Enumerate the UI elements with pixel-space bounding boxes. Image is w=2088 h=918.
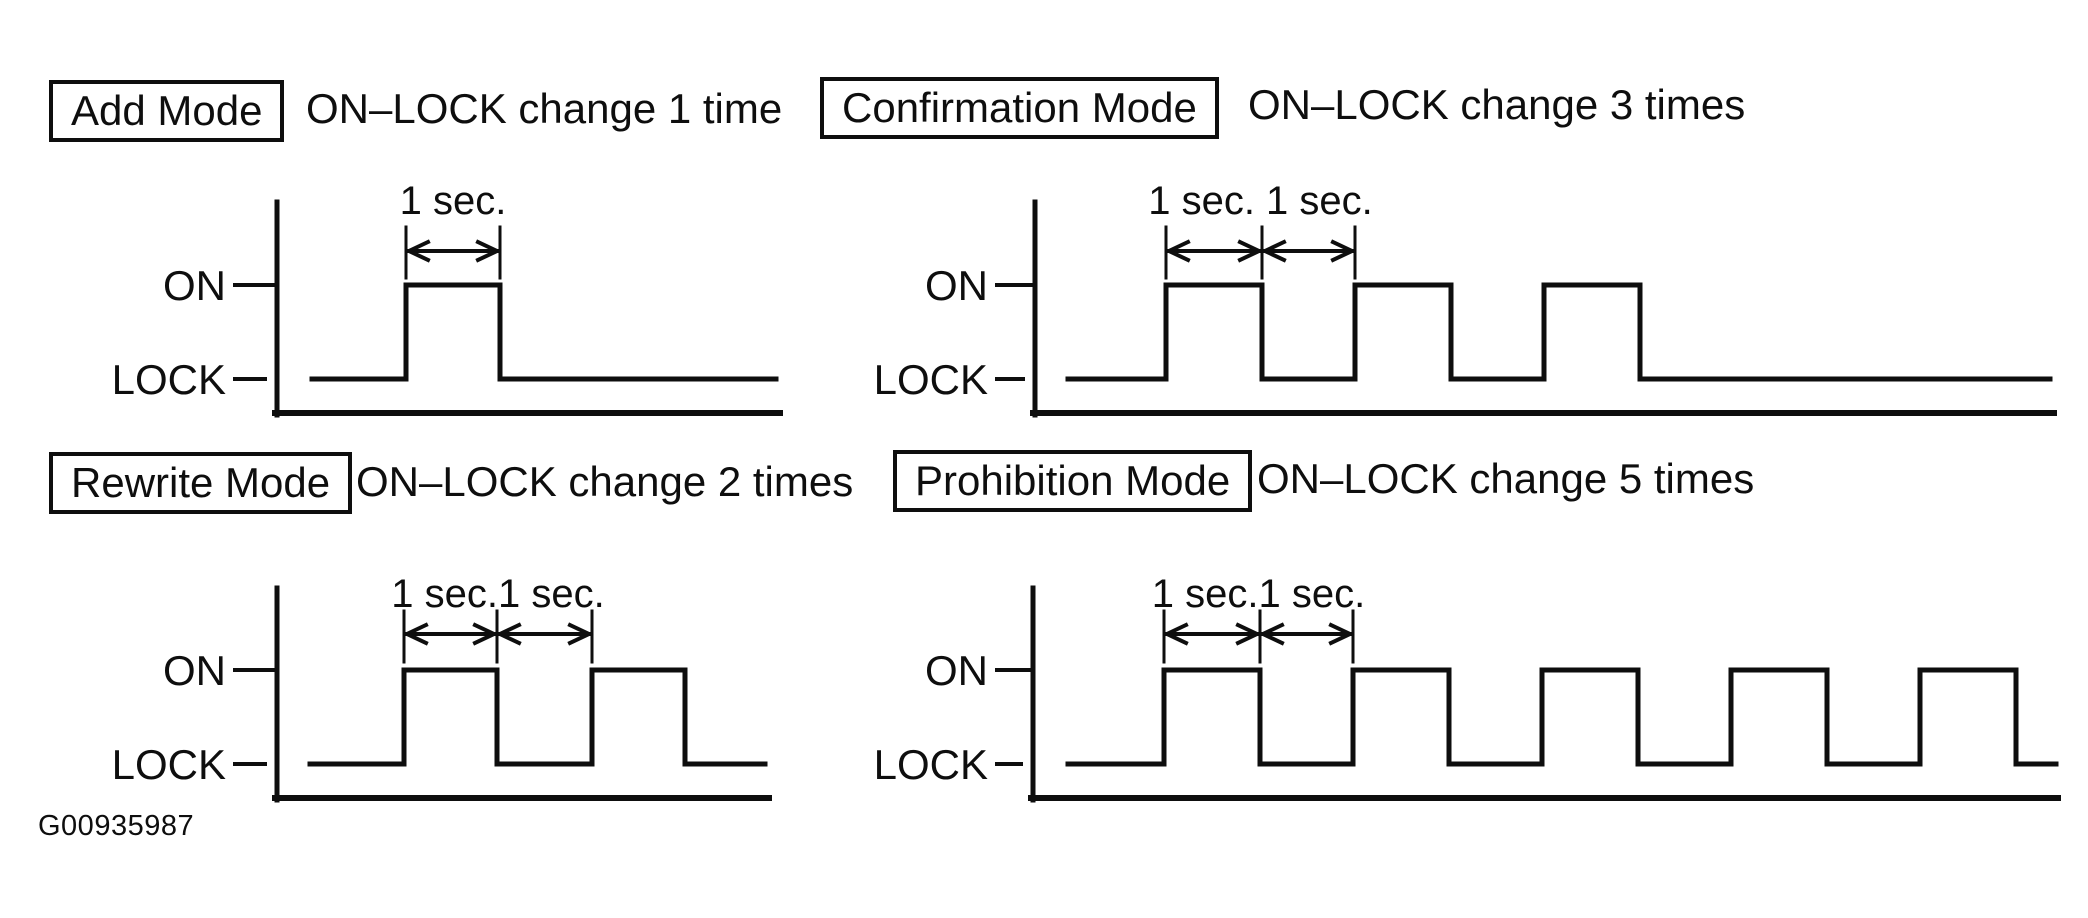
mode-label-box-rewrite: Rewrite Mode: [49, 452, 353, 515]
mode-label-box-add: Add Mode: [49, 80, 285, 143]
arrowhead-right-icon: [475, 239, 502, 263]
signal-trace: [309, 282, 779, 382]
figure-id-caption: G00935987: [38, 810, 195, 842]
waveform-confirmation: ON LOCK 1 sec. 1 sec.: [874, 179, 2057, 418]
mode-description-rewrite: ON–LOCK change 2 times: [356, 458, 854, 505]
waveform-rewrite: ON LOCK 1 sec.1 sec.: [112, 572, 772, 803]
signal-trace: [1065, 667, 2059, 767]
waveform-add: ON LOCK 1 sec.: [112, 179, 783, 418]
arrowhead-right-icon: [567, 622, 594, 646]
on-level-label: ON: [163, 262, 226, 309]
lock-level-label: LOCK: [874, 356, 988, 403]
arrowhead-left-icon: [1258, 622, 1285, 646]
arrowhead-right-icon: [1235, 622, 1262, 646]
arrowhead-left-icon: [1164, 239, 1191, 263]
arrowhead-left-icon: [495, 622, 522, 646]
arrowhead-right-icon: [1330, 239, 1357, 263]
signal-trace: [307, 667, 768, 767]
mode-label-box-confirmation: Confirmation Mode: [820, 77, 1219, 140]
mode-description-add: ON–LOCK change 1 time: [306, 85, 783, 132]
on-level-label: ON: [925, 647, 988, 694]
on-level-label: ON: [163, 647, 226, 694]
mode-description-prohibition: ON–LOCK change 5 times: [1257, 455, 1755, 502]
waveform-prohibition: ON LOCK 1 sec.1 sec.: [874, 572, 2061, 803]
lock-level-label: LOCK: [874, 741, 988, 788]
arrowhead-left-icon: [404, 239, 431, 263]
interval-label: 1 sec.1 sec.: [391, 572, 604, 616]
on-level-label: ON: [925, 262, 988, 309]
arrowhead-right-icon: [1328, 622, 1355, 646]
arrowhead-left-icon: [402, 622, 429, 646]
lock-level-label: LOCK: [112, 741, 226, 788]
interval-label: 1 sec. 1 sec.: [1148, 179, 1373, 223]
arrowhead-left-icon: [1260, 239, 1287, 263]
arrowhead-left-icon: [1162, 622, 1189, 646]
mode-label-box-prohibition: Prohibition Mode: [893, 450, 1253, 513]
lock-level-label: LOCK: [112, 356, 226, 403]
arrowhead-right-icon: [472, 622, 499, 646]
interval-label: 1 sec.1 sec.: [1152, 572, 1365, 616]
signal-trace: [1065, 282, 2053, 382]
interval-label: 1 sec.: [400, 179, 507, 223]
mode-description-confirmation: ON–LOCK change 3 times: [1248, 81, 1746, 128]
arrowhead-right-icon: [1237, 239, 1264, 263]
